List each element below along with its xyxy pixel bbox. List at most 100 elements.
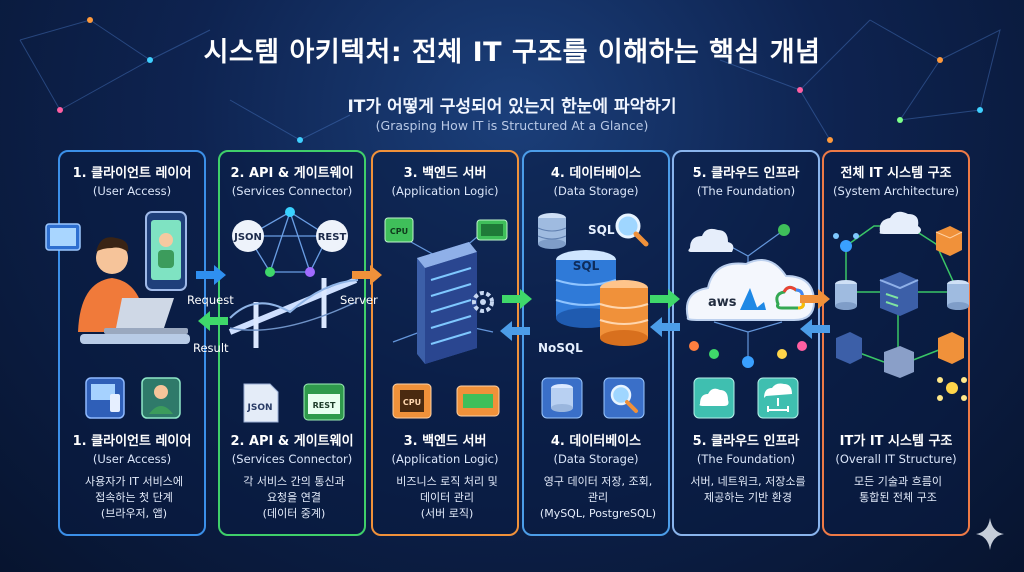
- cloud-storage-icon: [693, 377, 735, 419]
- panel-bottom-subtitle: (Data Storage): [553, 452, 639, 466]
- svg-text:CPU: CPU: [403, 398, 421, 407]
- cpu-chip-icon: CPU: [384, 217, 414, 243]
- arrow-left-icon: [800, 319, 830, 339]
- cloud-network-icon: [757, 377, 799, 419]
- database-small-icon: [537, 213, 567, 249]
- panel-backend-server: 3. 백엔드 서버 (Application Logic) CPU: [371, 150, 519, 536]
- json-document-icon: JSON: [243, 383, 279, 423]
- panel-subtitle: (Application Logic): [391, 184, 499, 198]
- arrow-right-icon: [352, 265, 382, 285]
- svg-text:REST: REST: [318, 232, 347, 243]
- memory-chip-icon: [476, 219, 508, 241]
- panel-title: 2. API & 게이트웨이: [230, 166, 354, 181]
- panel-bottom-subtitle: (Application Logic): [391, 452, 499, 466]
- arrow-left-icon: [198, 311, 228, 331]
- cloud-provider-icon: aws: [686, 259, 816, 321]
- page-subtitle-english: (Grasping How IT is Structured At a Glan…: [375, 118, 649, 133]
- request-label: Request: [187, 293, 234, 307]
- database-stack-icon: [835, 280, 857, 310]
- panel-bottom-title: 4. 데이터베이스: [550, 434, 642, 449]
- panel-subtitle: (Services Connector): [231, 184, 353, 198]
- server-label: Server: [340, 293, 378, 307]
- panel-bottom-title: IT가 IT 시스템 구조: [839, 434, 953, 449]
- page-title: 시스템 아키텍처: 전체 IT 구조를 이해하는 핵심 개념: [203, 37, 821, 68]
- network-node-icon: [833, 233, 859, 252]
- phone-icon: [145, 211, 187, 291]
- server-illustration: CPU CPU: [384, 217, 508, 419]
- cloud-illustration: aws: [686, 224, 816, 419]
- cloud-small-icon: [688, 228, 734, 252]
- gear-icon: [472, 291, 494, 313]
- panel-bottom-title: 3. 백엔드 서버: [403, 434, 487, 449]
- svg-text:SQL: SQL: [573, 259, 600, 273]
- user-profile-icon: [141, 377, 181, 419]
- desktop-devices-icon: [85, 377, 125, 419]
- network-hub-icon: [937, 377, 967, 401]
- panel-subtitle: (The Foundation): [696, 184, 796, 198]
- json-icon: JSON: [232, 220, 264, 252]
- laptop-icon: [80, 298, 190, 344]
- sparkle-icon: [976, 518, 1004, 550]
- panel-title: 전체 IT 시스템 구조: [840, 166, 952, 181]
- nosql-database-icon: [599, 280, 649, 346]
- ram-module-icon: [456, 385, 500, 417]
- bridge-icon: [228, 277, 359, 348]
- panel-bottom-title: 2. API & 게이트웨이: [230, 434, 354, 449]
- cloud-icon: [879, 211, 921, 234]
- gateway-illustration: JSON REST JSON REST: [228, 207, 359, 423]
- arrow-left-icon: [500, 321, 530, 341]
- monitor-icon: [45, 223, 81, 251]
- svg-text:JSON: JSON: [246, 403, 272, 413]
- panel-subtitle: (User Access): [92, 184, 172, 198]
- panel-bottom-subtitle: (The Foundation): [696, 452, 796, 466]
- server-rack-icon: [417, 242, 477, 364]
- server-cube-icon: [935, 226, 963, 256]
- azure-icon: [740, 288, 766, 310]
- svg-text:CPU: CPU: [390, 227, 408, 236]
- panel-overall-system: 전체 IT 시스템 구조 (System Architecture): [822, 150, 970, 536]
- database-right-icon: [947, 280, 969, 310]
- system-architecture-illustration: [833, 211, 969, 401]
- search-icon: [615, 213, 649, 247]
- arrow-right-icon: [502, 289, 532, 309]
- panel-bottom-subtitle: (Overall IT Structure): [835, 452, 957, 466]
- panel-client-layer: 1. 클라이언트 레이어 (User Access): [45, 150, 206, 536]
- sql-label: SQL: [588, 223, 615, 237]
- arrow-right-icon: [800, 289, 830, 309]
- panel-subtitle: (System Architecture): [833, 184, 959, 198]
- panel-title: 1. 클라이언트 레이어: [72, 166, 192, 181]
- panel-title: 5. 클라우드 인프라: [692, 166, 800, 181]
- panel-bottom-subtitle: (Services Connector): [231, 452, 353, 466]
- arrow-right-icon: [196, 265, 226, 285]
- panel-bottom-subtitle: (User Access): [92, 452, 172, 466]
- panel-bottom-title: 1. 클라이언트 레이어: [72, 434, 192, 449]
- server-bottom-icon: [884, 346, 914, 378]
- cpu-icon: CPU: [392, 383, 432, 419]
- page-subtitle: IT가 어떻게 구성되어 있는지 한눈에 파악하기: [347, 97, 677, 117]
- server-left-icon: [836, 332, 862, 364]
- panel-database: 4. 데이터베이스 (Data Storage) SQL SQL NoSQL: [522, 150, 670, 536]
- database-box-icon: [541, 377, 583, 419]
- svg-text:REST: REST: [313, 401, 336, 410]
- panel-cloud-infrastructure: 5. 클라우드 인프라 (The Foundation) aws: [672, 150, 820, 536]
- panel-title: 3. 백엔드 서버: [403, 166, 487, 181]
- panel-title: 4. 데이터베이스: [550, 166, 642, 181]
- panel-api-gateway: 2. API & 게이트웨이 (Services Connector) JSON…: [218, 150, 366, 536]
- client-illustration: [45, 211, 190, 419]
- panel-subtitle: (Data Storage): [553, 184, 639, 198]
- aws-icon: aws: [708, 295, 737, 310]
- search-box-icon: [603, 377, 645, 419]
- panel-bottom-title: 5. 클라우드 인프라: [692, 434, 800, 449]
- result-label: Result: [193, 341, 229, 355]
- nosql-label: NoSQL: [538, 341, 583, 355]
- database-illustration: SQL SQL NoSQL: [537, 213, 649, 419]
- central-server-icon: [879, 272, 919, 316]
- rest-icon: REST: [316, 220, 348, 252]
- server-right-icon: [938, 332, 964, 364]
